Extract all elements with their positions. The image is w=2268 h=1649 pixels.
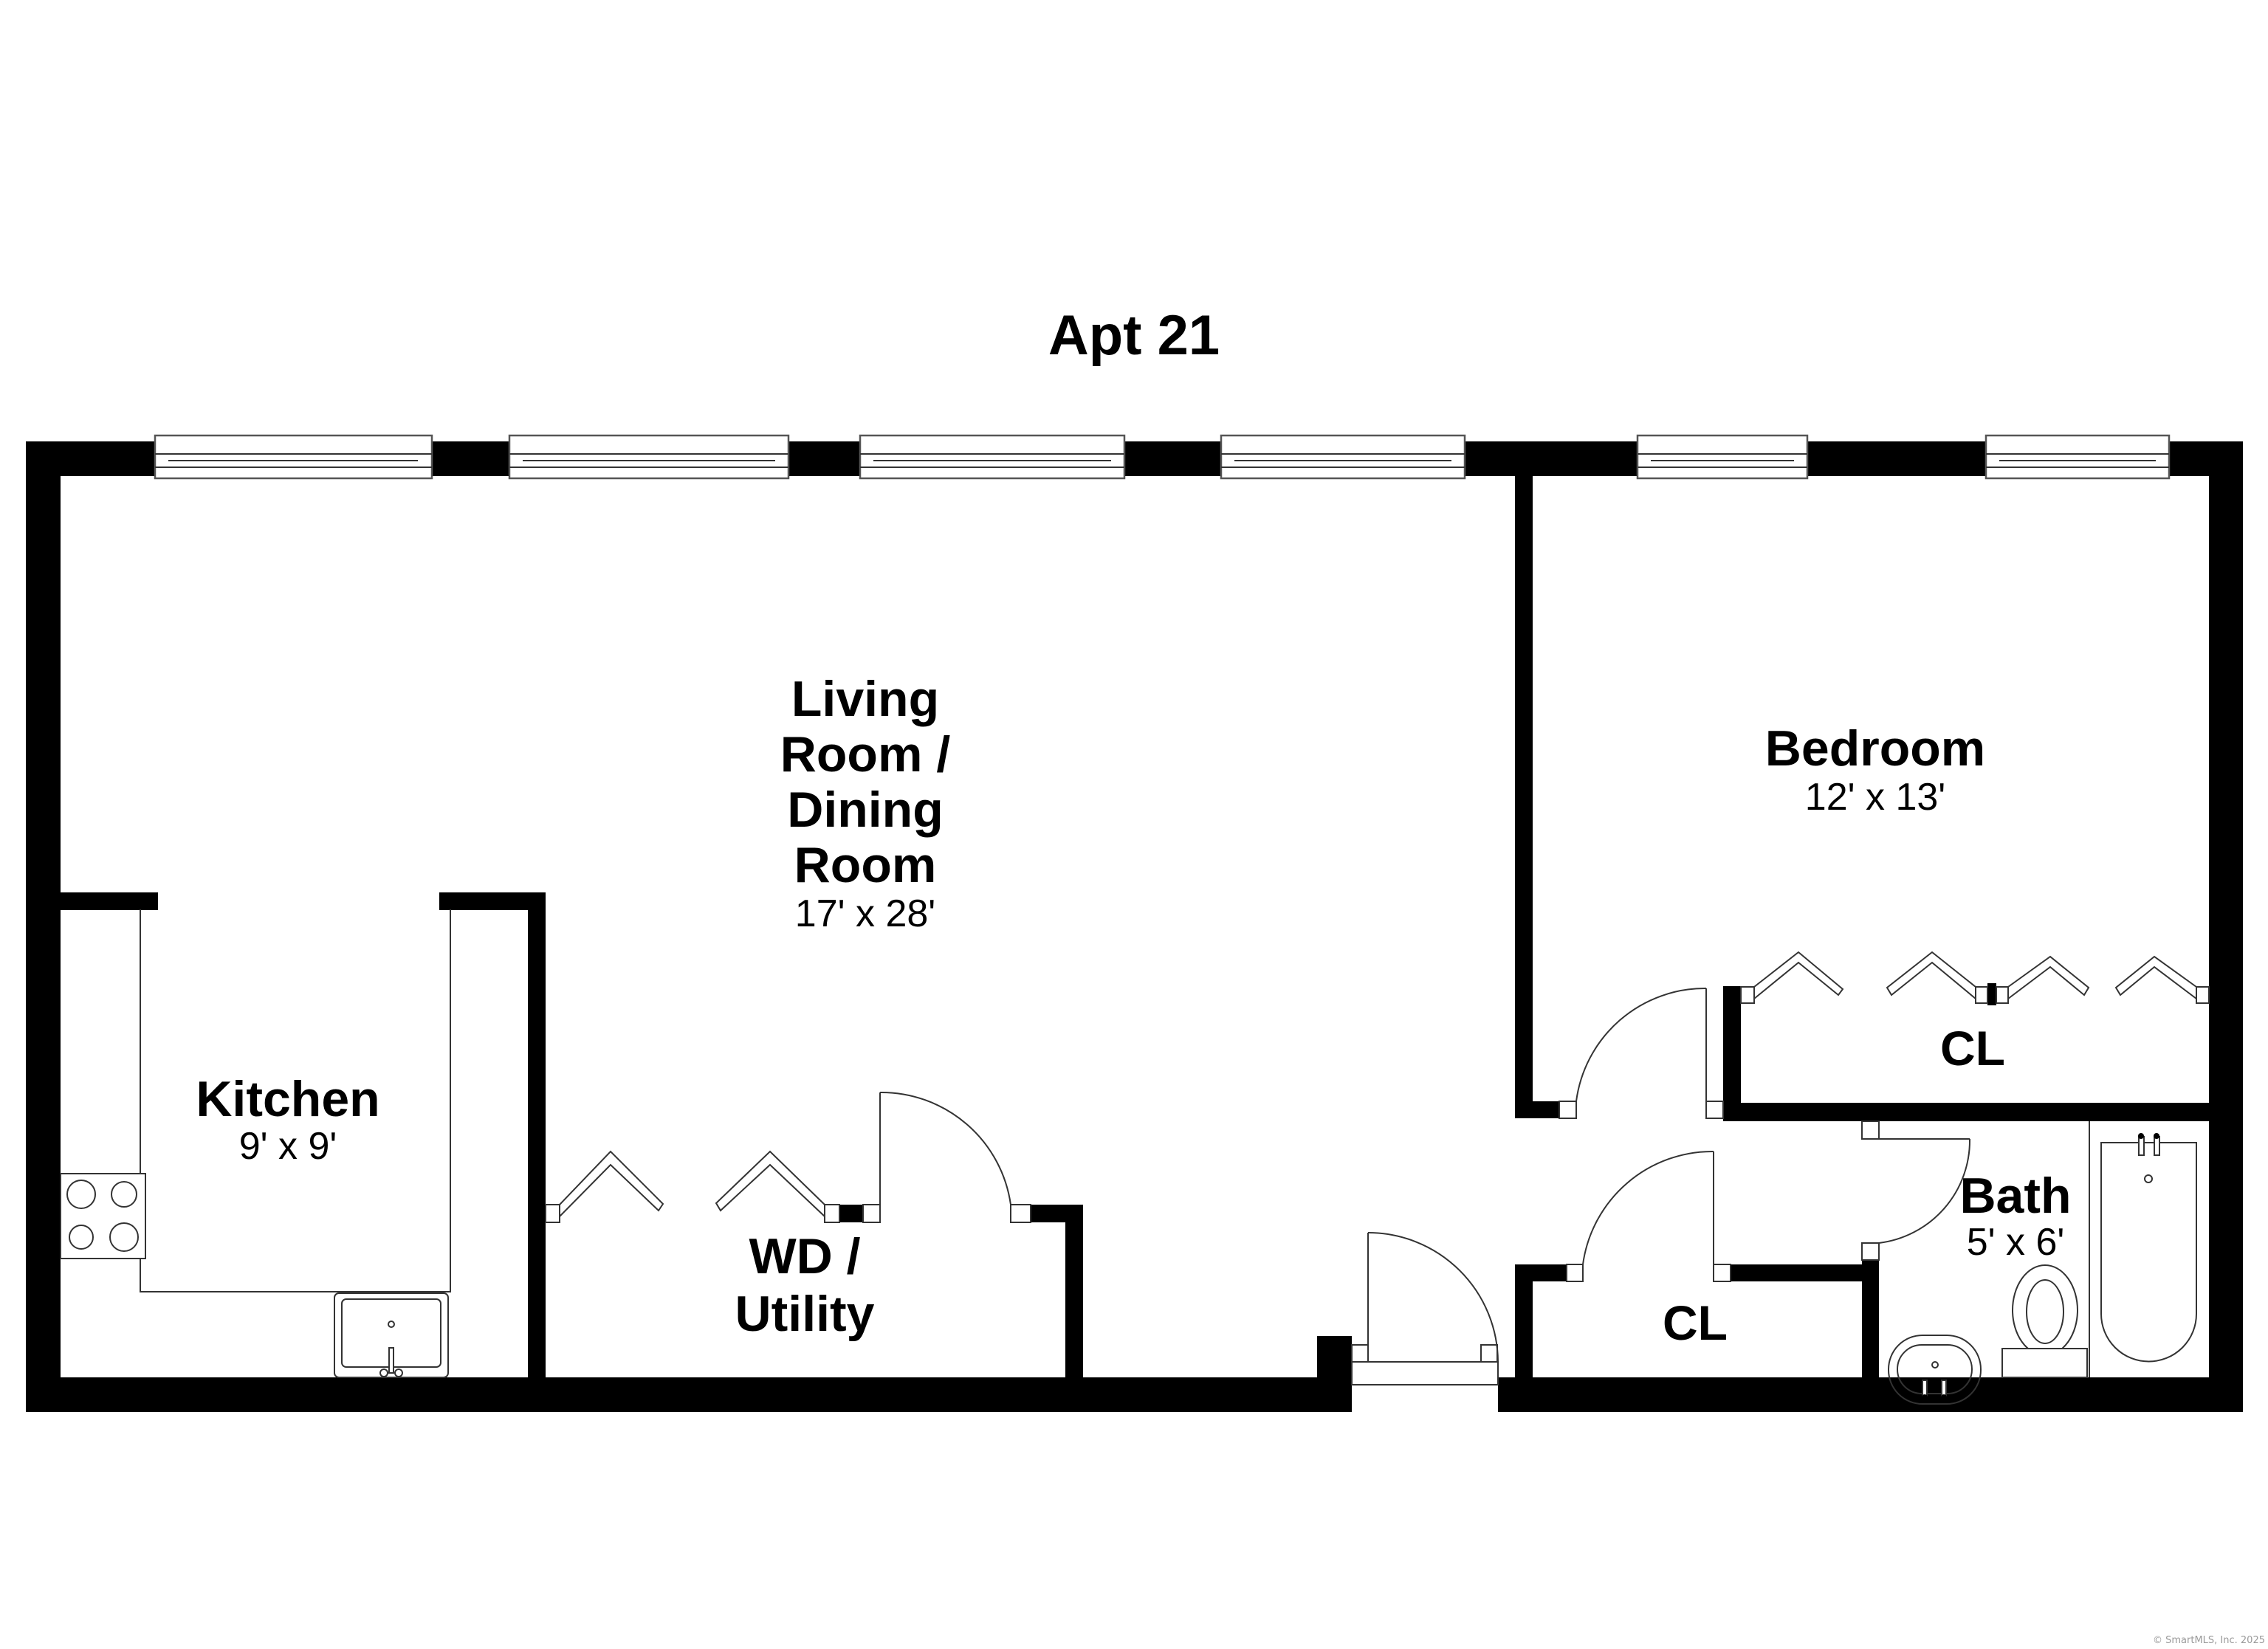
bedroom-dimensions: 12' x 13'	[1805, 776, 1945, 819]
bedroom-closet-label: CL	[1940, 1021, 2005, 1075]
kitchen-cabinets	[140, 909, 451, 1292]
bedroom-door	[1559, 987, 1724, 1119]
plan-title: Apt 21	[1048, 304, 1220, 367]
wd-utility-label: WD / Utility	[735, 1228, 875, 1342]
toilet-icon	[2001, 1264, 2088, 1378]
doors	[545, 951, 2210, 1385]
window-icon	[508, 434, 790, 480]
hall-closet-label: CL	[1663, 1295, 1728, 1350]
bathtub-icon	[2100, 1133, 2197, 1363]
wd-name-line1: WD /	[749, 1228, 860, 1284]
wd-door	[862, 1091, 1031, 1223]
wd-name-line2: Utility	[735, 1286, 875, 1342]
wd-bifold-doors	[545, 1150, 840, 1223]
hall-closet-door	[1566, 1150, 1731, 1282]
window-icon	[859, 434, 1126, 480]
living-room-name-line4: Room	[794, 837, 937, 893]
bath-dimensions: 5' x 6'	[1967, 1221, 2065, 1264]
bedroom-closet-bifold-doors	[1740, 951, 2210, 1004]
bathroom-sink-icon	[1888, 1335, 1982, 1405]
window-icon	[1636, 434, 1809, 480]
living-room-name-line1: Living	[791, 671, 939, 727]
bath-door	[1861, 1120, 1971, 1261]
interior-walls	[61, 476, 2209, 1380]
window-icon	[1984, 434, 2171, 480]
bedroom-label: Bedroom 12' x 13'	[1765, 720, 1985, 819]
stove-icon	[60, 1173, 146, 1259]
living-room-label: Living Room / Dining Room 17' x 28'	[780, 671, 951, 935]
copyright-text: © SmartMLS, Inc. 2025	[2153, 1635, 2265, 1646]
bath-label: Bath 5' x 6'	[1959, 1168, 2071, 1264]
window-icon	[1220, 434, 1466, 480]
bath-name: Bath	[1959, 1168, 2071, 1224]
kitchen-sink-icon	[334, 1292, 449, 1378]
kitchen-name: Kitchen	[196, 1071, 379, 1127]
windows	[154, 434, 2171, 480]
kitchen-label: Kitchen 9' x 9'	[196, 1071, 379, 1168]
bedroom-name: Bedroom	[1765, 720, 1985, 777]
living-room-dimensions: 17' x 28'	[795, 892, 935, 935]
exterior-walls	[26, 441, 2243, 1412]
entry-door	[1351, 1232, 1499, 1385]
living-room-name-line3: Dining	[787, 782, 944, 838]
kitchen-dimensions: 9' x 9'	[239, 1125, 337, 1168]
living-room-name-line2: Room /	[780, 726, 951, 782]
window-icon	[154, 434, 433, 480]
